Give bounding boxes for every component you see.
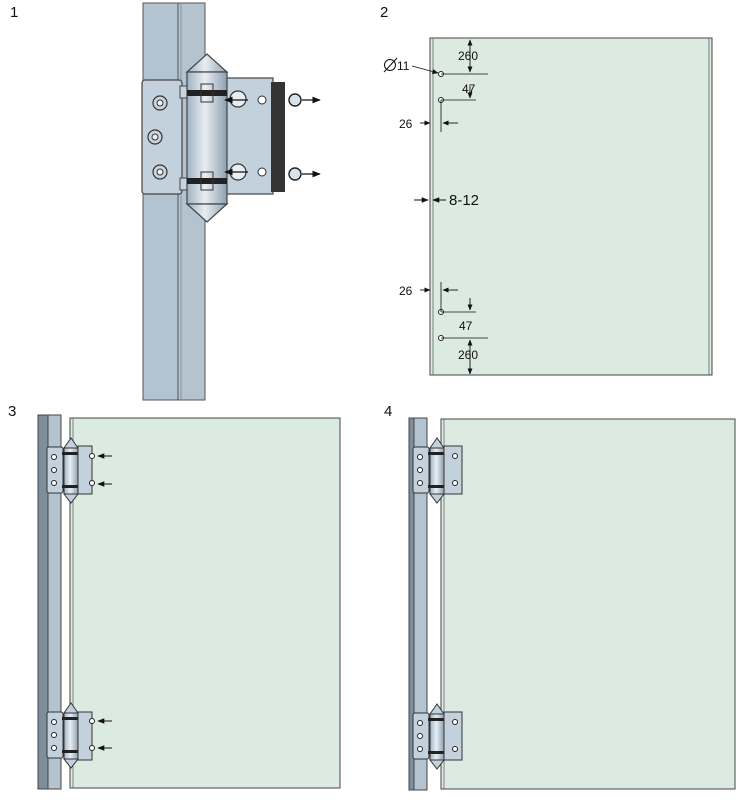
glass-pane — [429, 37, 713, 376]
hinge-bottom — [412, 703, 463, 770]
top-offset-label: 260 — [458, 49, 478, 63]
panel-4-installed — [408, 417, 736, 791]
glass-gap-label: 8-12 — [449, 192, 479, 209]
hole-diameter-label: 11 — [397, 59, 410, 73]
hinge-top — [46, 437, 95, 504]
bottom-offset-label: 260 — [458, 348, 478, 362]
edge-distance-label: 26 — [399, 117, 413, 131]
hole-spacing-label: 47 — [462, 82, 476, 96]
step-number-2: 2 — [380, 4, 389, 21]
hinge-barrel — [185, 53, 229, 223]
hinge-top — [412, 437, 463, 504]
diameter-symbol-icon — [383, 57, 398, 73]
bottom-edge-distance-label: 26 — [399, 284, 413, 298]
panel-2-glass-dimensions: 11 260 47 26 8-12 26 47 260 — [383, 37, 713, 376]
glass-door — [69, 417, 341, 789]
bottom-spacing-label: 47 — [459, 319, 473, 333]
hinge-bottom — [46, 702, 95, 769]
step-number-4: 4 — [384, 403, 393, 420]
glass-door — [440, 418, 736, 790]
panel-3-mount-glass — [37, 414, 341, 790]
step-number-3: 3 — [8, 403, 17, 420]
step-number-1: 1 — [10, 4, 19, 21]
wall-plate-screw-icon — [147, 95, 168, 180]
seal-strip — [271, 82, 285, 192]
panel-1-hinge-closeup — [141, 2, 321, 401]
